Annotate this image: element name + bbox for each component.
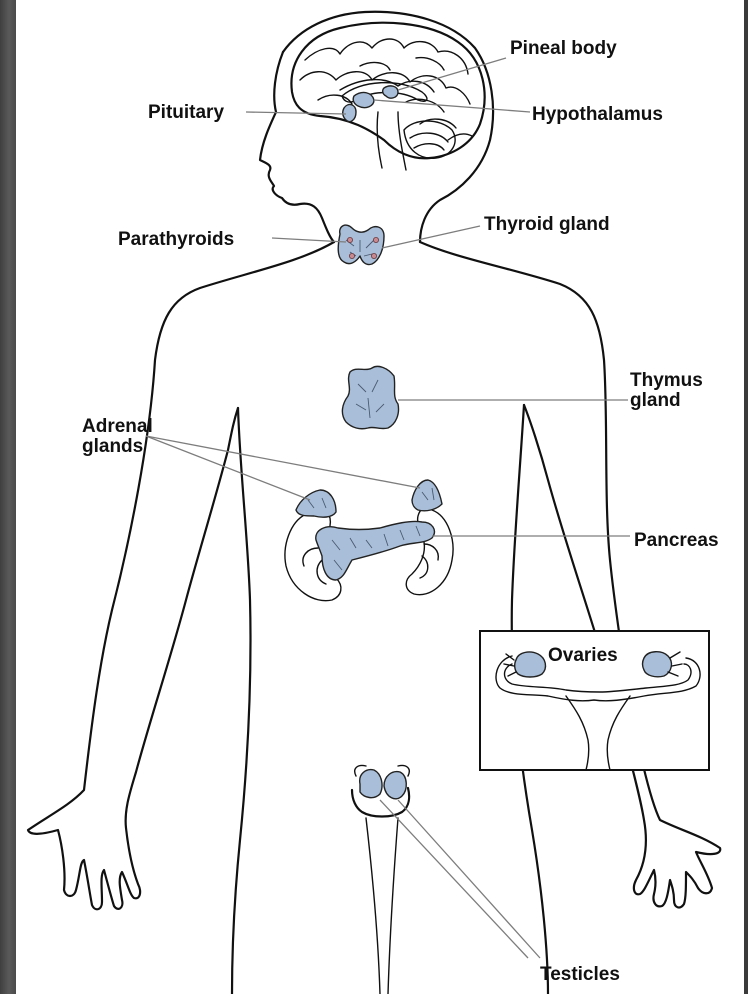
label-adrenal-glands-line2: glands [82,436,143,457]
label-hypothalamus: Hypothalamus [532,104,663,125]
parathyroid-dot-2 [373,237,378,242]
parathyroid-dot-3 [349,253,354,258]
label-pituitary: Pituitary [148,102,224,123]
right-ovary [643,652,672,677]
left-ovary [515,652,546,677]
label-parathyroids: Parathyroids [118,229,234,250]
parathyroid-dot-1 [347,237,352,242]
thymus-gland [342,366,398,428]
label-adrenal-glands-line1: Adrenal [82,416,153,437]
label-thyroid-gland: Thyroid gland [484,214,610,235]
label-testicles: Testicles [540,964,620,985]
label-pineal-body: Pineal body [510,38,617,59]
pituitary-gland [343,105,356,122]
label-thymus-gland-line2: gland [630,390,681,411]
hypothalamus-gland [353,93,374,108]
label-ovaries: Ovaries [548,645,618,666]
label-pancreas: Pancreas [634,530,719,551]
parathyroid-dot-4 [371,253,376,258]
diagram-panel [16,0,744,994]
label-thymus-gland-line1: Thymus [630,370,703,391]
